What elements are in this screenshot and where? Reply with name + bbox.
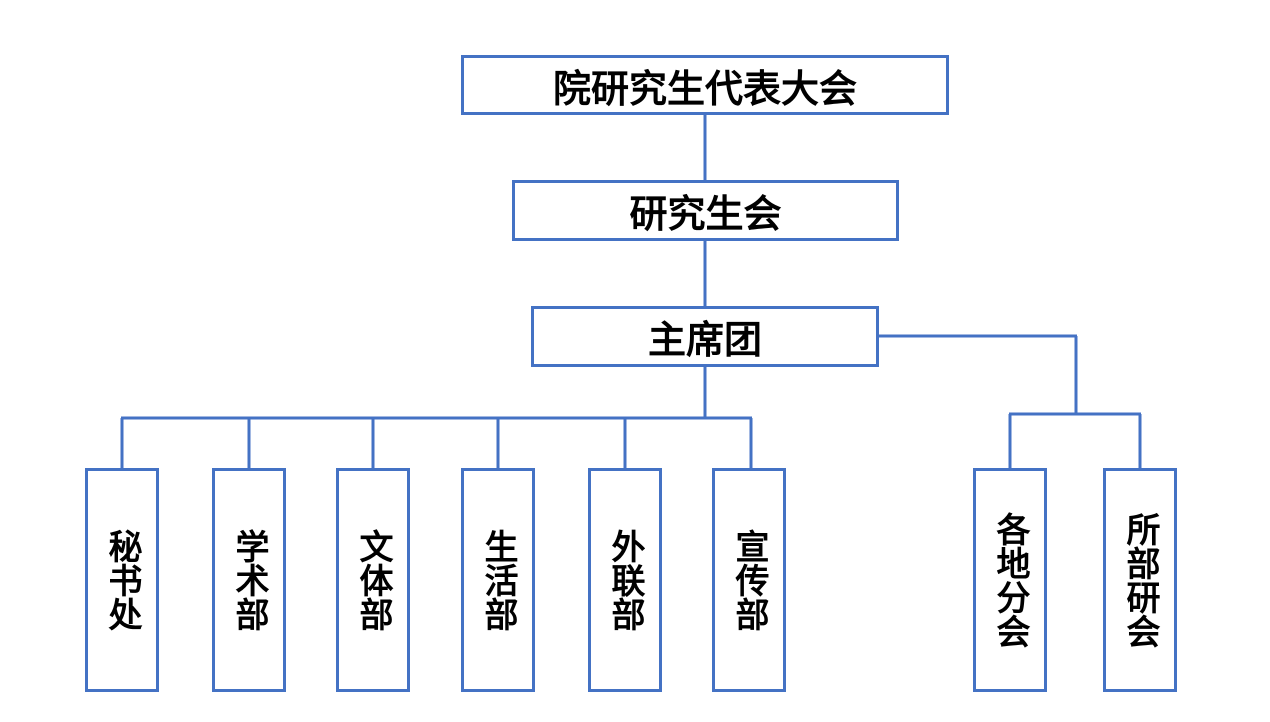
node-secretariat: 秘书处 (85, 468, 159, 692)
node-secretariat-label: 秘书处 (102, 529, 142, 631)
node-publicity: 宣传部 (712, 468, 786, 692)
node-institute-branches-label: 所部研会 (1120, 512, 1160, 648)
node-academic: 学术部 (212, 468, 286, 692)
node-culture-sports: 文体部 (336, 468, 410, 692)
node-union: 研究生会 (512, 180, 899, 241)
node-congress-label: 院研究生代表大会 (552, 66, 857, 111)
node-regional-branches-label: 各地分会 (990, 512, 1030, 648)
node-regional-branches: 各地分会 (973, 468, 1047, 692)
node-life: 生活部 (461, 468, 535, 692)
node-culture-sports-label: 文体部 (353, 529, 393, 631)
node-institute-branches: 所部研会 (1103, 468, 1177, 692)
node-congress: 院研究生代表大会 (461, 55, 949, 115)
node-presidium: 主席团 (531, 306, 879, 367)
node-life-label: 生活部 (478, 529, 518, 631)
node-external: 外联部 (588, 468, 662, 692)
node-academic-label: 学术部 (229, 529, 269, 631)
node-presidium-label: 主席团 (647, 318, 762, 362)
node-external-label: 外联部 (605, 529, 645, 631)
node-publicity-label: 宣传部 (729, 529, 769, 631)
node-union-label: 研究生会 (629, 192, 782, 236)
